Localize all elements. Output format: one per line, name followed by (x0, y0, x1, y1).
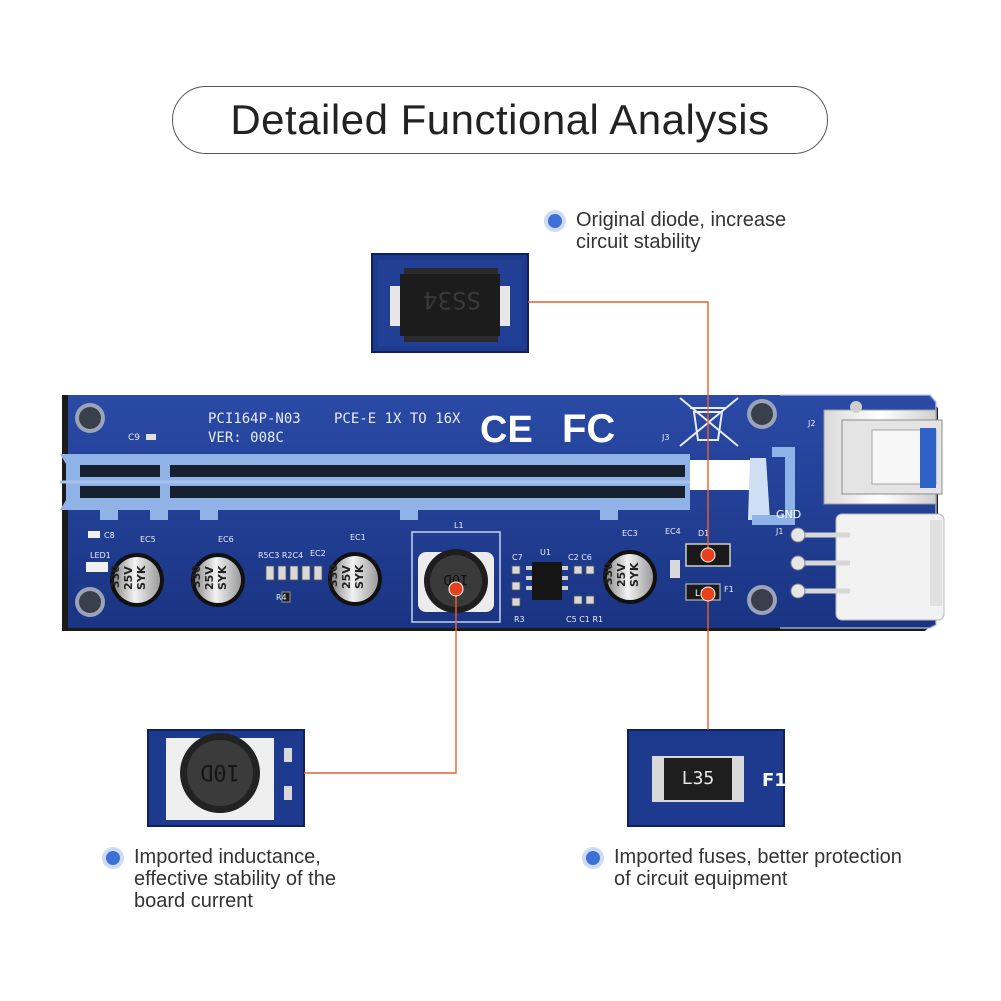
label-d1: D1 (698, 529, 709, 538)
diode-callout-line: Original diode, increase (576, 209, 787, 231)
fuse-callout: Imported fuses, better protection of cir… (586, 846, 902, 890)
pcie-x16-slot (60, 447, 795, 525)
inset-inductor-marking: 10D (200, 759, 240, 784)
smd-part (146, 434, 156, 440)
inductor-leader-line (304, 589, 457, 774)
cap-brand: SYK (353, 564, 366, 589)
power-connector (790, 513, 945, 621)
title-pill: Detailed Functional Analysis (172, 86, 828, 154)
pcie-spec-text: PCE-E 1X TO 16X (334, 411, 461, 427)
fuse-inset: L35 F1 (627, 729, 787, 827)
label-l1: L1 (454, 521, 464, 530)
bullet-icon (586, 851, 600, 865)
label-ec1: EC1 (350, 533, 366, 542)
diode-marking: SS34 (423, 286, 481, 314)
label-r3: R3 (514, 615, 525, 624)
diode-callout: Original diode, increase circuit stabili… (548, 209, 786, 253)
label-c5c1r1: C5 C1 R1 (566, 615, 603, 624)
label-ec6: EC6 (218, 535, 234, 544)
cap-voltage: 25V (340, 565, 353, 589)
mounting-hole (75, 587, 105, 617)
inductor-inset: 10D (147, 729, 305, 827)
leader-lines (304, 301, 709, 774)
inductor-marking: 10D (443, 571, 468, 587)
cap-value: 330 (327, 564, 340, 587)
mounting-hole (75, 403, 105, 433)
capacitor-ec3: EC3 330 25V SYK (602, 529, 657, 604)
weee-bin-icon (679, 397, 739, 447)
cap-voltage: 25V (615, 563, 628, 587)
label-r4: R4 (276, 593, 287, 602)
usb-connector (823, 401, 943, 505)
label-c9: C9 (128, 433, 140, 443)
led (86, 562, 108, 572)
label-ec3: EC3 (622, 529, 638, 538)
diode-leader-line (528, 301, 709, 554)
inductor-callout-line: Imported inductance, (134, 846, 321, 868)
bullet-icon (548, 214, 562, 228)
page-title: Detailed Functional Analysis (230, 96, 770, 143)
inductor-marker (448, 581, 464, 597)
inset-fuse-marking: L35 (682, 768, 715, 789)
chip-pins (526, 566, 568, 590)
label-u1: U1 (540, 548, 551, 557)
cap-brand: SYK (135, 565, 148, 590)
label-c8: C8 (104, 531, 115, 540)
label-gnd: GND (776, 508, 801, 521)
fuse-callout-line: of circuit equipment (614, 868, 788, 890)
inductor-callout: Imported inductance, effective stability… (106, 846, 336, 912)
riser-board: PCI164P-N03 VER: 008C PCE-E 1X TO 16X CE… (60, 394, 945, 631)
chip-u1 (532, 562, 562, 600)
board-model-text: PCI164P-N03 (208, 411, 301, 427)
cap-value: 330 (602, 562, 615, 585)
label-j2: J2 (807, 419, 815, 428)
label-r5c3r2c4: R5C3 R2C4 (258, 551, 303, 560)
cap-value: 330 (190, 565, 203, 588)
cap-value: 330 (109, 565, 122, 588)
cap-brand: SYK (628, 562, 641, 587)
board-version-text: VER: 008C (208, 430, 284, 446)
label-ec2: EC2 (310, 549, 326, 558)
smd-resistor-array (265, 565, 323, 581)
label-j1: J1 (775, 527, 783, 536)
smd-capacitors (511, 565, 595, 607)
inductor-callout-line: effective stability of the (134, 868, 336, 890)
inset-fuse-ref: F1 (762, 770, 787, 791)
cap-voltage: 25V (122, 566, 135, 590)
cap-brand: SYK (216, 565, 229, 590)
label-c2c6: C2 C6 (568, 553, 592, 562)
diode-callout-line: circuit stability (576, 231, 701, 253)
label-ec4: EC4 (665, 527, 681, 536)
capacitor-ec1: EC1 330 25V SYK (327, 533, 382, 606)
smd-part (281, 591, 291, 603)
smd-part (88, 531, 100, 538)
ce-mark: CE (480, 409, 533, 451)
label-j3: J3 (661, 433, 669, 442)
label-led1: LED1 (90, 551, 111, 560)
capacitor-ec6: EC6 330 25V SYK (190, 535, 245, 607)
fuse-marker (700, 586, 716, 602)
diode-inset: SS34 (371, 253, 529, 353)
label-f1: F1 (724, 585, 734, 594)
fcc-mark: FC (562, 407, 615, 451)
mounting-hole (747, 399, 777, 429)
smd-part (670, 560, 680, 578)
inductor-callout-line: board current (134, 890, 253, 912)
cap-voltage: 25V (203, 566, 216, 590)
capacitor-ec5: EC5 330 25V SYK (109, 535, 164, 607)
bullet-icon (106, 851, 120, 865)
fuse-callout-line: Imported fuses, better protection (614, 846, 902, 868)
label-ec5: EC5 (140, 535, 156, 544)
diode-marker (700, 547, 716, 563)
mounting-hole (747, 585, 777, 615)
label-c7: C7 (512, 553, 523, 562)
